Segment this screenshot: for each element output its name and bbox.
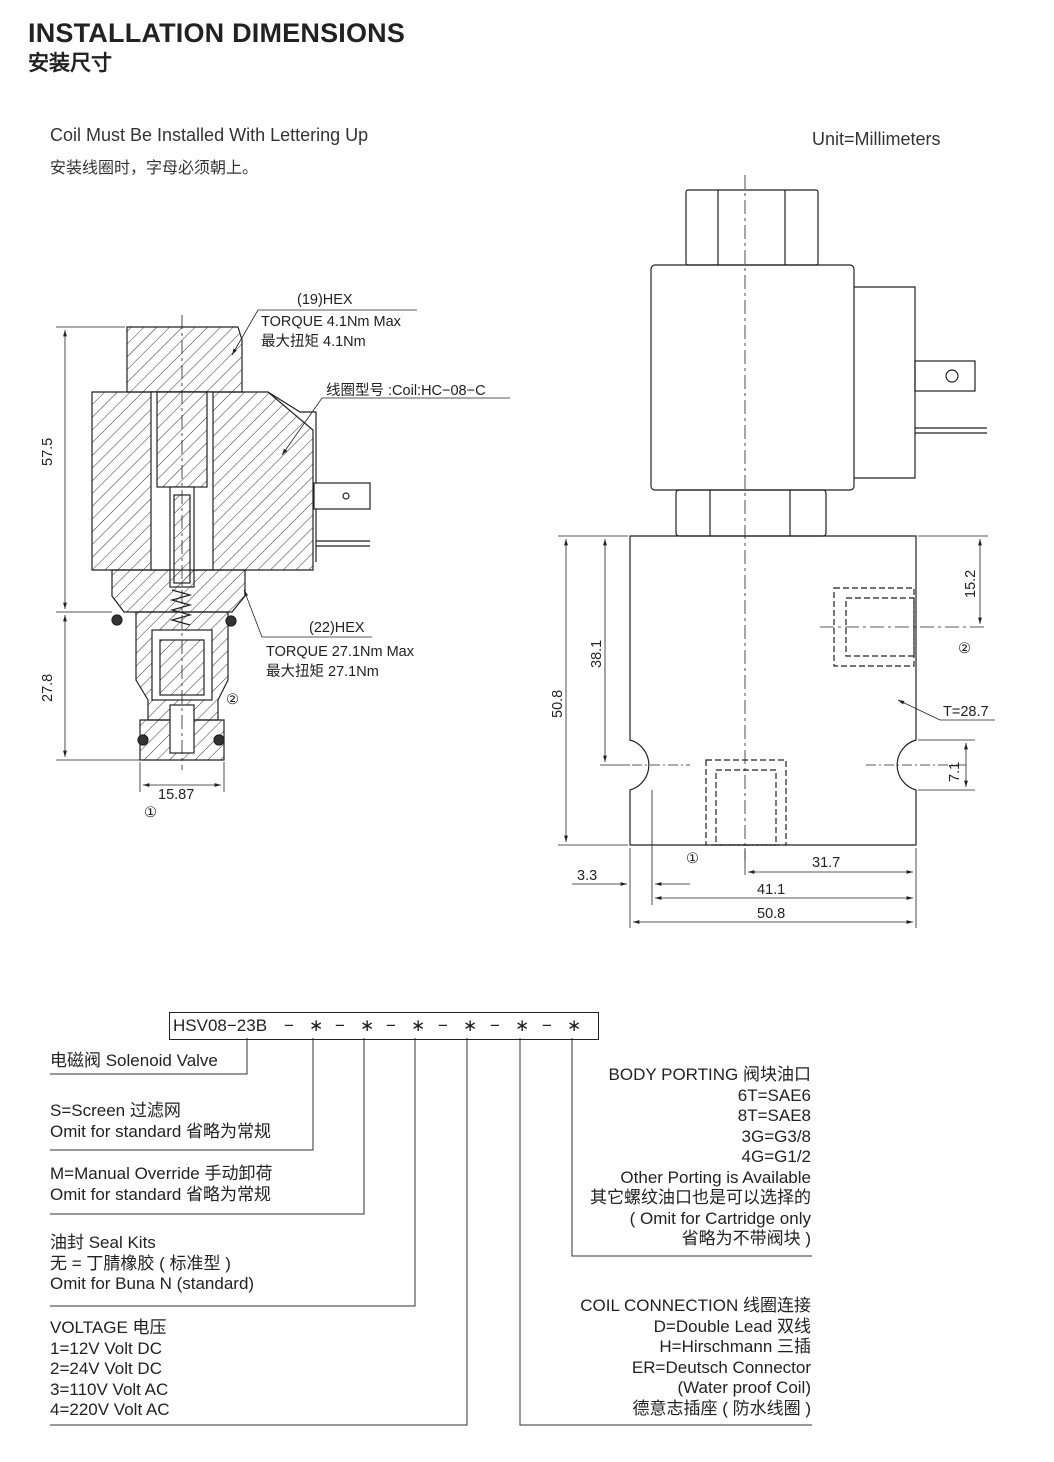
- coil-model-label: 线圈型号 :Coil:HC−08−C: [326, 383, 486, 399]
- dim-27-8: 27.8: [40, 673, 56, 702]
- coil-connection-option: COIL CONNECTION 线圈连接 D=Double Lead 双线 H=…: [580, 1296, 811, 1418]
- page-title: INSTALLATION DIMENSIONS: [28, 18, 406, 48]
- code-slot-screen: ∗: [309, 1016, 324, 1035]
- code-separator: −: [284, 1016, 294, 1035]
- port2-section-label: ②: [226, 692, 239, 708]
- coil-note-en: Coil Must Be Installed With Lettering Up: [50, 125, 369, 145]
- code-separator: −: [335, 1016, 345, 1035]
- dim-50-8-vertical: 50.8: [550, 689, 566, 718]
- dim-41-1: 41.1: [757, 882, 786, 898]
- port1-block-label: ①: [686, 851, 699, 867]
- solenoid-valve-label: 电磁阀 Solenoid Valve: [50, 1051, 218, 1070]
- torque19-cn-label: 最大扭矩 4.1Nm: [261, 334, 366, 350]
- dim-3-3: 3.3: [577, 868, 598, 884]
- screen-option: S=Screen 过滤网 Omit for standard 省略为常规: [50, 1101, 272, 1141]
- coil-note-cn: 安装线圈时，字母必须朝上。: [50, 160, 259, 177]
- code-slot-manual: ∗: [360, 1016, 375, 1035]
- code-slot-seal: ∗: [411, 1016, 426, 1035]
- model-code: HSV08−23B: [173, 1016, 268, 1035]
- code-slot-connection: ∗: [515, 1016, 530, 1035]
- voltage-option: VOLTAGE 电压 1=12V Volt DC 2=24V Volt DC 3…: [50, 1318, 170, 1419]
- page-title-cn: 安装尺寸: [28, 52, 112, 75]
- code-separator: −: [490, 1016, 500, 1035]
- manual-override-option: M=Manual Override 手动卸荷 Omit for standard…: [50, 1164, 273, 1204]
- dim-thickness: T=28.7: [943, 704, 989, 720]
- hex19-label: (19)HEX: [297, 292, 353, 308]
- port2-block-label: ②: [958, 641, 971, 657]
- code-separator: −: [438, 1016, 448, 1035]
- dim-15-2: 15.2: [963, 569, 979, 598]
- valve-section-view: [56, 309, 510, 792]
- dim-50-8-horizontal: 50.8: [757, 906, 786, 922]
- torque22-en-label: TORQUE 27.1Nm Max: [266, 644, 414, 660]
- valve-block-view: [558, 175, 995, 928]
- code-slot-porting: ∗: [567, 1016, 582, 1035]
- unit-note: Unit=Millimeters: [812, 129, 941, 149]
- dim-38-1: 38.1: [589, 639, 605, 668]
- ordering-leaders: [50, 1038, 812, 1426]
- code-separator: −: [542, 1016, 552, 1035]
- torque22-cn-label: 最大扭矩 27.1Nm: [266, 664, 379, 680]
- model-code-box: HSV08−23B − ∗ − ∗ − ∗ − ∗ − ∗ − ∗: [169, 1012, 599, 1040]
- seal-kit-option: 油封 Seal Kits 无 = 丁腈橡胶 ( 标准型 ) Omit for B…: [50, 1233, 255, 1293]
- dim-7-1: 7.1: [947, 761, 963, 782]
- torque19-en-label: TORQUE 4.1Nm Max: [261, 314, 401, 330]
- port1-section-label: ①: [144, 805, 157, 821]
- code-separator: −: [386, 1016, 396, 1035]
- code-slot-voltage: ∗: [463, 1016, 478, 1035]
- dim-57-5: 57.5: [40, 437, 56, 466]
- hex22-label: (22)HEX: [309, 620, 365, 636]
- dim-15-87: 15.87: [158, 787, 195, 803]
- dim-31-7: 31.7: [812, 855, 841, 871]
- body-porting-option: BODY PORTING 阀块油口 6T=SAE6 8T=SAE8 3G=G3/…: [590, 1065, 811, 1248]
